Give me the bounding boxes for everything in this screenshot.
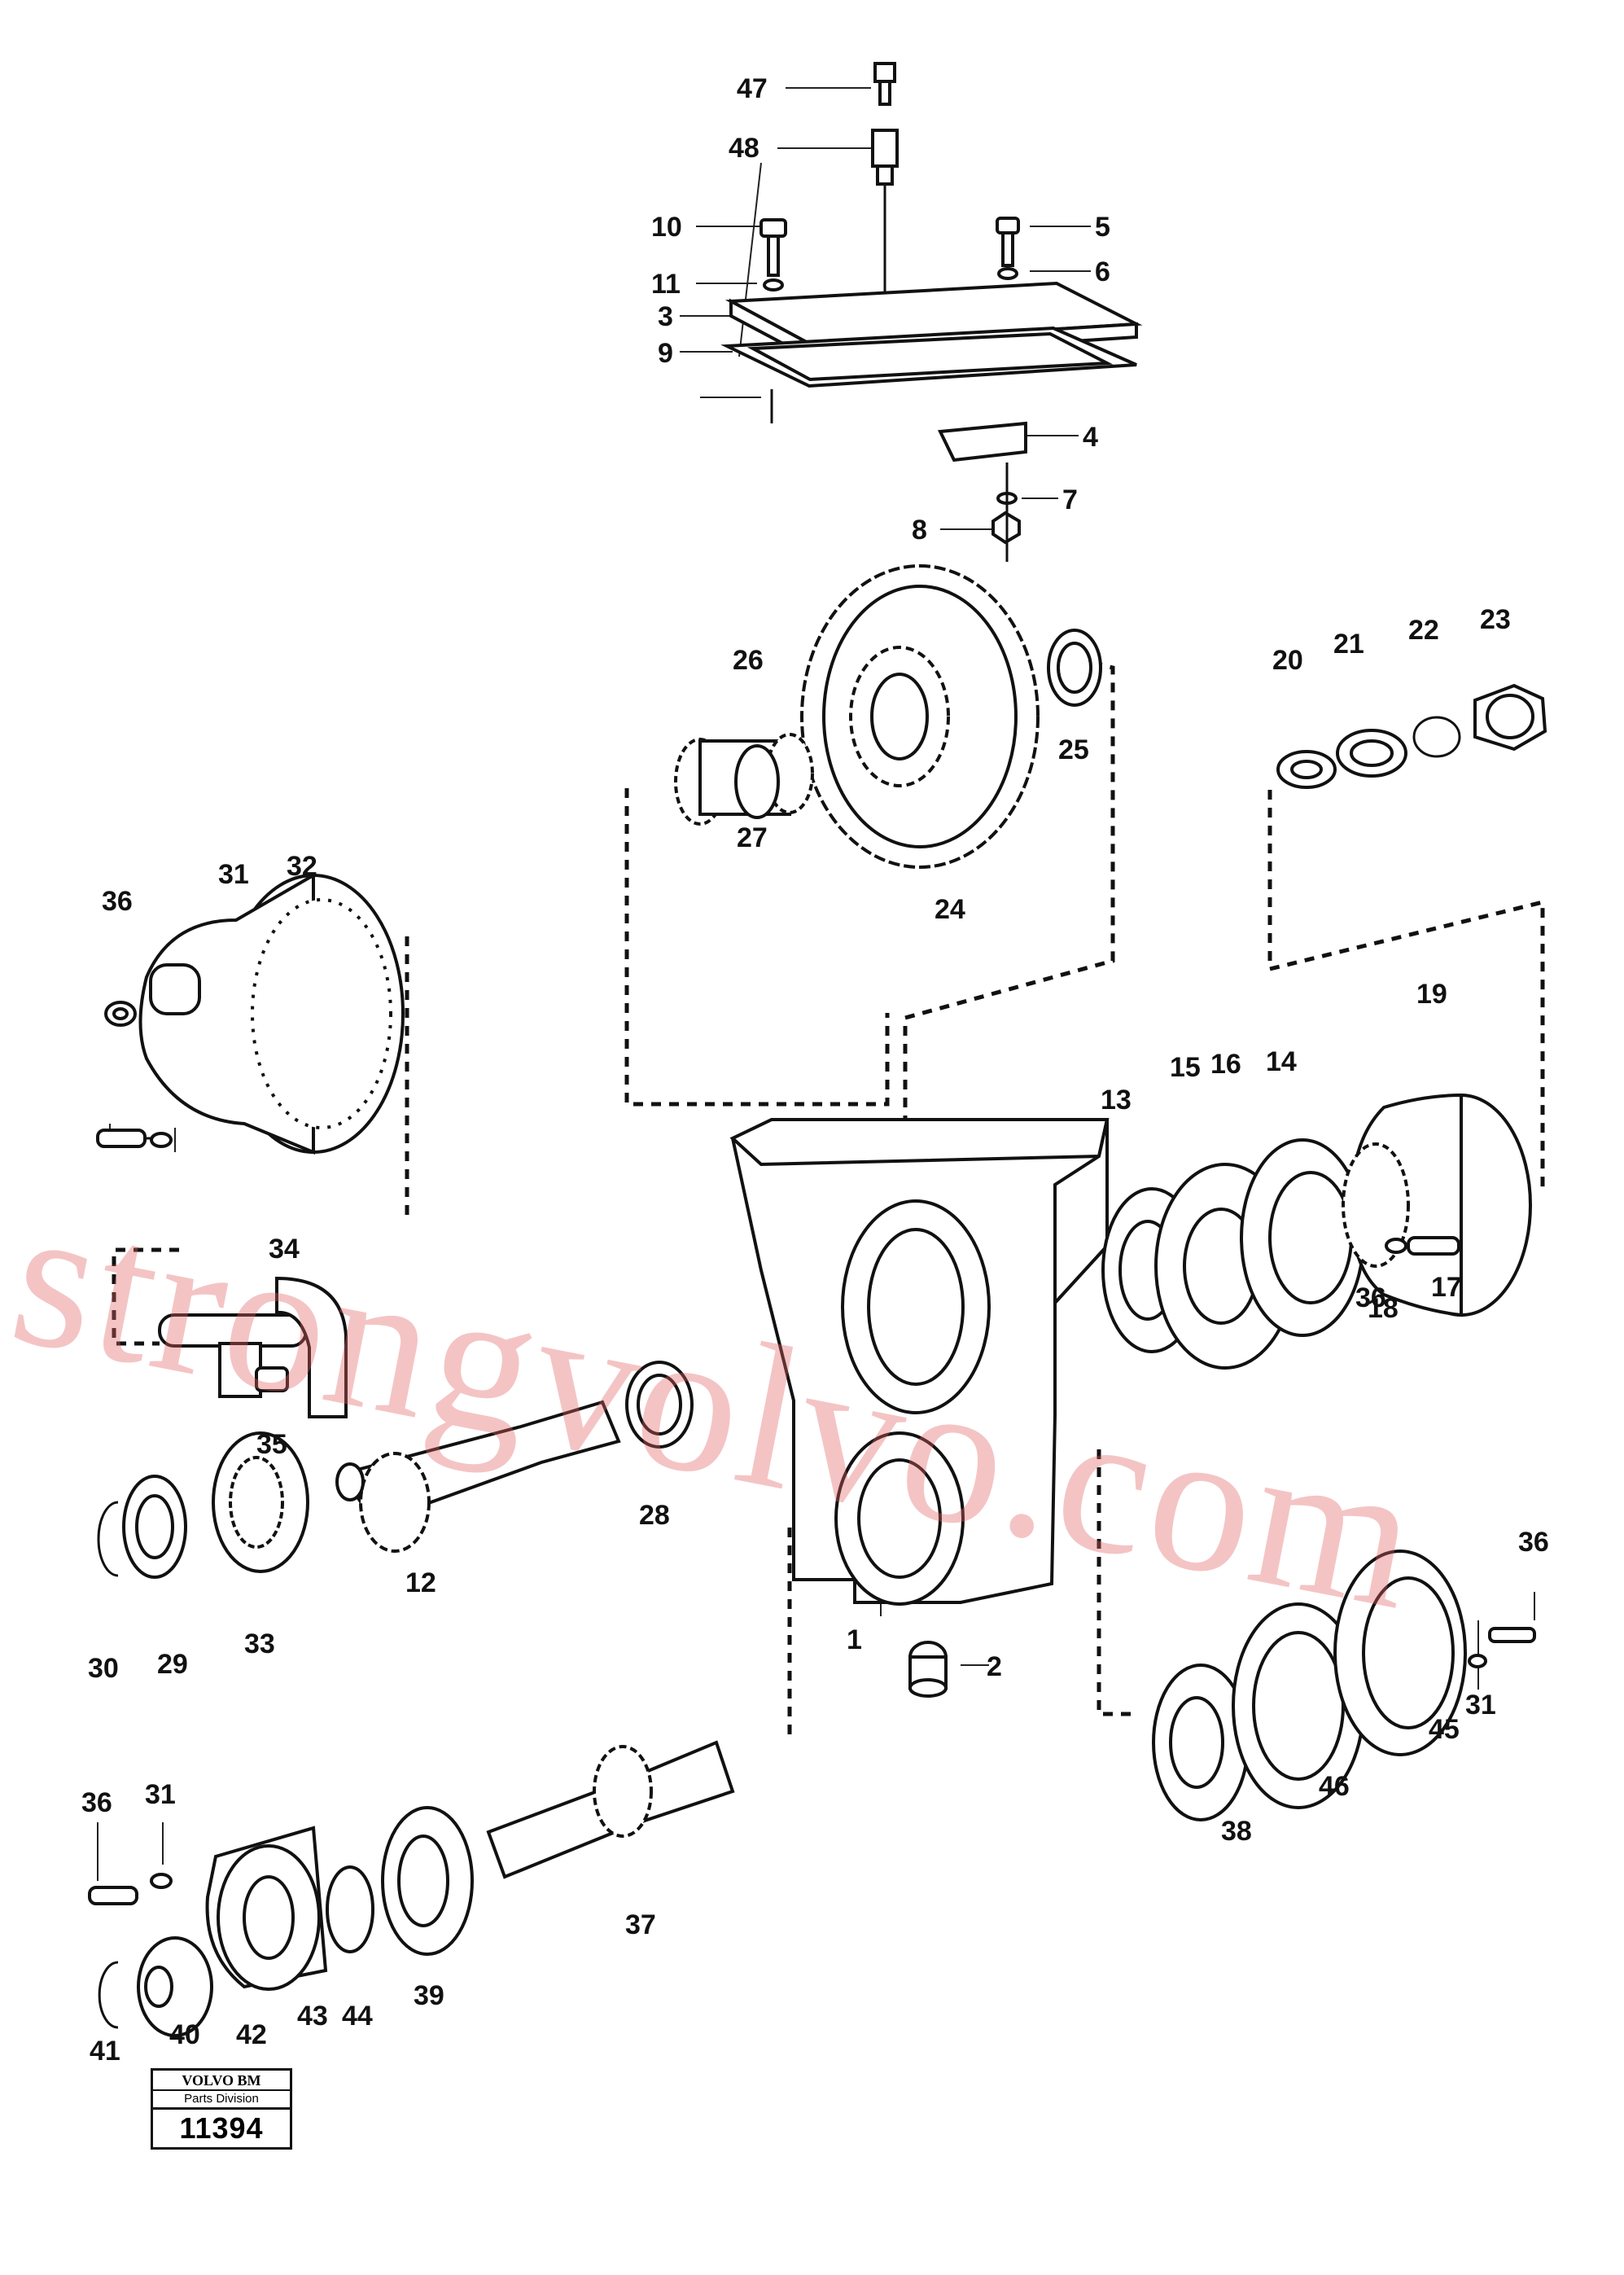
part-label: 29 xyxy=(157,1649,188,1680)
part-labels: 47 48 10 5 11 6 3 9 4 7 8 26 25 27 24 20… xyxy=(81,73,1549,2067)
part-label: 26 xyxy=(733,645,764,676)
part-label: 20 xyxy=(1272,645,1303,676)
part-label: 24 xyxy=(935,894,965,925)
part-label: 35 xyxy=(256,1429,287,1460)
part-label: 31 xyxy=(145,1779,176,1810)
cover-plate-assembly xyxy=(720,62,1143,562)
right-upper-parts xyxy=(1276,683,1547,789)
part-label: 9 xyxy=(658,338,673,369)
part-label: 13 xyxy=(1101,1085,1132,1116)
part-label: 36 xyxy=(102,886,133,917)
part-label: 22 xyxy=(1408,615,1439,646)
logo-brand: VOLVO BM xyxy=(153,2071,290,2091)
gearbox-housing xyxy=(729,1118,1110,1698)
part-label: 36 xyxy=(1355,1282,1386,1313)
part-label: 21 xyxy=(1333,629,1364,660)
part-label: 30 xyxy=(88,1653,119,1684)
part-label: 2 xyxy=(987,1651,1002,1682)
right-lower-parts xyxy=(1152,1550,1536,1821)
part-label: 28 xyxy=(639,1500,670,1531)
part-label: 17 xyxy=(1431,1272,1462,1303)
part-label: 8 xyxy=(912,515,927,546)
part-label: 6 xyxy=(1095,256,1110,287)
part-label: 7 xyxy=(1062,484,1078,515)
part-label: 38 xyxy=(1221,1816,1252,1847)
part-label: 11 xyxy=(651,269,681,300)
diagram-number: 11394 xyxy=(179,2111,264,2145)
part-label: 37 xyxy=(625,1909,656,1940)
input-shaft-parts xyxy=(97,1361,694,1579)
part-label: 15 xyxy=(1170,1052,1201,1083)
part-label: 23 xyxy=(1480,604,1511,635)
part-label: 32 xyxy=(287,851,317,882)
part-label: 1 xyxy=(847,1624,862,1655)
part-label: 5 xyxy=(1095,212,1110,243)
shift-fork xyxy=(158,1276,348,1418)
part-label: 47 xyxy=(737,73,768,104)
part-label: 27 xyxy=(737,822,768,853)
part-label: 36 xyxy=(1518,1527,1549,1558)
left-cover-parts xyxy=(96,872,405,1155)
part-label: 33 xyxy=(244,1628,275,1659)
part-label: 3 xyxy=(658,301,673,332)
logo-subtitle: Parts Division xyxy=(153,2091,290,2110)
part-label: 36 xyxy=(81,1787,112,1818)
part-label: 44 xyxy=(342,2001,373,2032)
part-label: 46 xyxy=(1319,1771,1350,1802)
part-label: 4 xyxy=(1083,422,1098,453)
volvo-bm-logo: VOLVO BM Parts Division 11394 xyxy=(151,2068,292,2150)
part-label: 19 xyxy=(1416,979,1447,1010)
part-label: 39 xyxy=(414,1980,444,2011)
part-label: 31 xyxy=(218,859,249,890)
part-label: 18 xyxy=(1368,1293,1399,1324)
gear-assembly xyxy=(674,564,1102,869)
part-label: 12 xyxy=(405,1567,436,1598)
part-label: 40 xyxy=(169,2019,200,2050)
part-label: 43 xyxy=(297,2001,328,2032)
part-label: 25 xyxy=(1058,734,1089,765)
part-label: 34 xyxy=(269,1234,300,1265)
part-label: 45 xyxy=(1429,1714,1460,1745)
output-shaft-parts xyxy=(88,1740,735,2037)
part-label: 16 xyxy=(1210,1049,1241,1080)
part-label: 14 xyxy=(1266,1046,1297,1077)
part-label: 48 xyxy=(729,133,759,164)
right-bearing-parts xyxy=(1101,1093,1532,1370)
part-label: 42 xyxy=(236,2019,267,2050)
part-label: 31 xyxy=(1465,1690,1496,1720)
part-label: 41 xyxy=(90,2036,120,2067)
part-label: 10 xyxy=(651,212,682,243)
